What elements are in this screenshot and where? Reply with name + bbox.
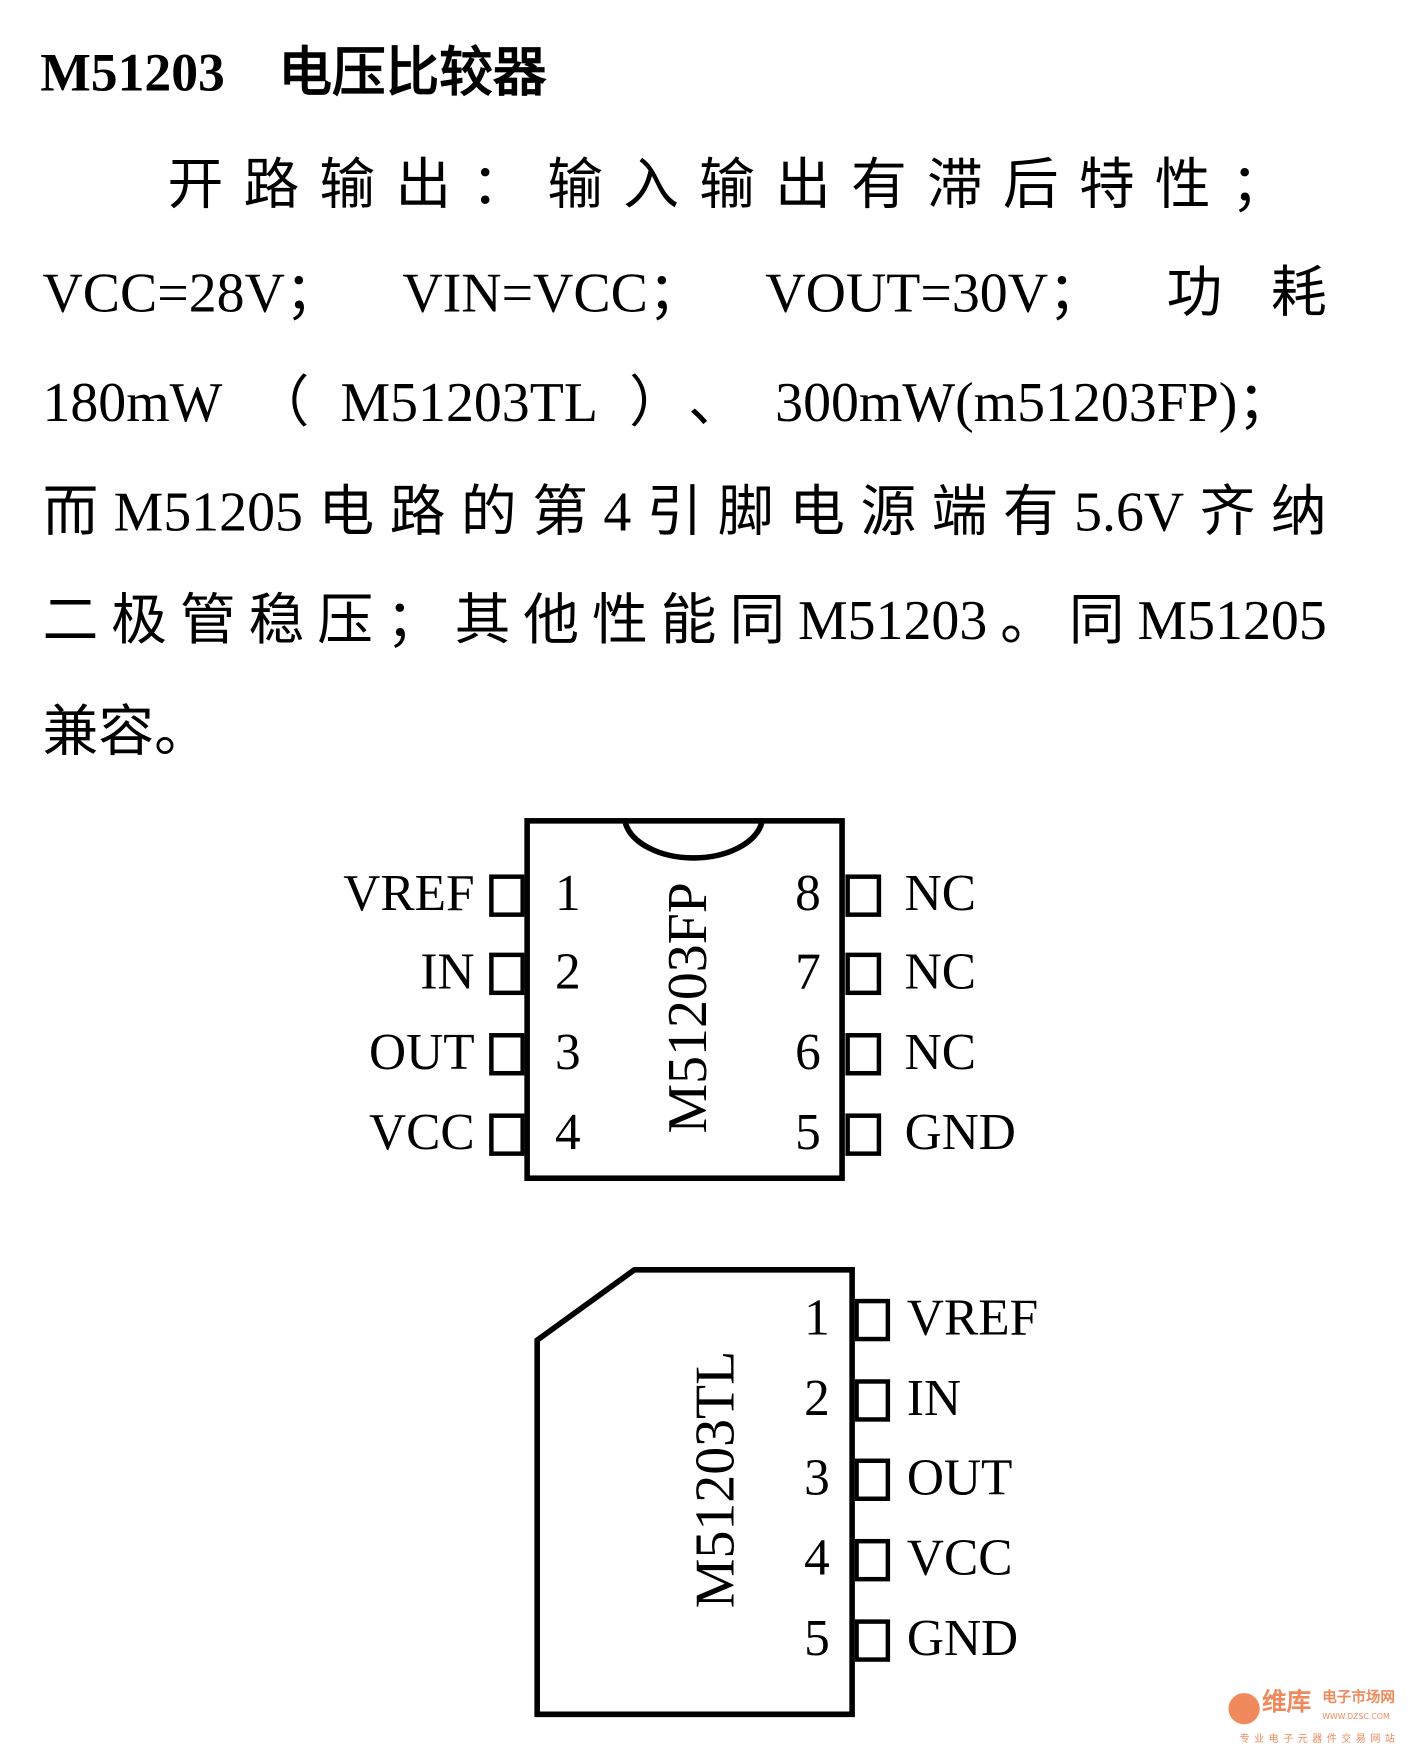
pin-name: VCC bbox=[368, 1103, 475, 1161]
pin-number: 7 bbox=[795, 942, 821, 1000]
watermark: 维库 电子市场网 WWW.DZSC.COM 专业电子元器件交易网站 bbox=[1228, 1686, 1415, 1751]
pin-name: NC bbox=[904, 942, 976, 1000]
pin-number: 2 bbox=[804, 1369, 830, 1427]
fp-package-label: M51203FP bbox=[655, 882, 719, 1134]
fp-package-body bbox=[524, 818, 845, 1182]
paragraph-line: 开路输出：输入输出有滞后特性； bbox=[167, 153, 1296, 216]
paragraph-line: 兼容。 bbox=[42, 700, 210, 763]
pin-pad bbox=[854, 1619, 891, 1662]
pin-name: NC bbox=[904, 1022, 976, 1080]
pin-number: 1 bbox=[804, 1288, 830, 1346]
watermark-brand: 维库 bbox=[1261, 1688, 1312, 1717]
pin-name: VREF bbox=[906, 1288, 1039, 1346]
pin-name: OUT bbox=[369, 1022, 475, 1080]
pin-number: 5 bbox=[795, 1103, 821, 1161]
tl-package-body bbox=[534, 1267, 855, 1718]
pin-pad bbox=[845, 952, 882, 996]
paragraph-line: 二极管稳压；其他性能同M51203。同M51205 bbox=[42, 588, 1327, 652]
pin-number: 8 bbox=[795, 864, 821, 922]
pin-pad bbox=[854, 1298, 891, 1342]
pin-number: 3 bbox=[555, 1022, 581, 1080]
paragraph-line: 而M51205电路的第4引脚电源端有5.6V齐纳 bbox=[42, 480, 1327, 543]
pin-name: GND bbox=[906, 1609, 1019, 1667]
paragraph-line: 180mW（M51203TL）、300mW(m51203FP)； bbox=[42, 370, 1294, 434]
pin-name: VREF bbox=[343, 864, 475, 922]
pin-number: 4 bbox=[555, 1103, 581, 1161]
pin-number: 2 bbox=[555, 942, 581, 1000]
pin-name: IN bbox=[420, 942, 475, 1000]
part-description: 电压比较器 bbox=[278, 43, 547, 103]
paragraph-line: VCC=28V； VIN=VCC； VOUT=30V； 功耗 bbox=[42, 261, 1327, 324]
pin-number: 5 bbox=[804, 1609, 830, 1667]
pin-number: 1 bbox=[555, 864, 581, 922]
pin-pad bbox=[845, 1033, 882, 1076]
pin-name: VCC bbox=[906, 1528, 1013, 1586]
pin-name: NC bbox=[904, 864, 976, 922]
pin-pad bbox=[854, 1379, 891, 1422]
pin-name: GND bbox=[904, 1103, 1016, 1161]
pin-number: 4 bbox=[804, 1528, 830, 1586]
pin-pad bbox=[489, 952, 525, 996]
part-number: M51203 bbox=[40, 43, 225, 103]
pin-number: 3 bbox=[804, 1448, 830, 1506]
watermark-url: WWW.DZSC.COM bbox=[1322, 1712, 1390, 1721]
tl-package-label: M51203TL bbox=[683, 1350, 747, 1609]
pin-number: 6 bbox=[795, 1022, 821, 1080]
watermark-sub: 电子市场网 bbox=[1322, 1689, 1395, 1707]
pin-name: OUT bbox=[906, 1448, 1013, 1506]
pin-pad bbox=[845, 874, 882, 917]
pin-pad bbox=[489, 1033, 525, 1076]
dzsc-logo-icon bbox=[1228, 1693, 1260, 1725]
pin-pad bbox=[489, 874, 525, 917]
pin-name: IN bbox=[906, 1369, 962, 1427]
page-title: M51203 电压比较器 bbox=[40, 42, 546, 105]
pin-pad bbox=[489, 1113, 525, 1156]
watermark-slogan: 专业电子元器件交易网站 bbox=[1239, 1734, 1400, 1746]
pin-pad bbox=[854, 1538, 891, 1582]
fp-notch bbox=[622, 822, 765, 861]
pin-pad bbox=[845, 1113, 882, 1156]
pin-pad bbox=[854, 1458, 891, 1501]
